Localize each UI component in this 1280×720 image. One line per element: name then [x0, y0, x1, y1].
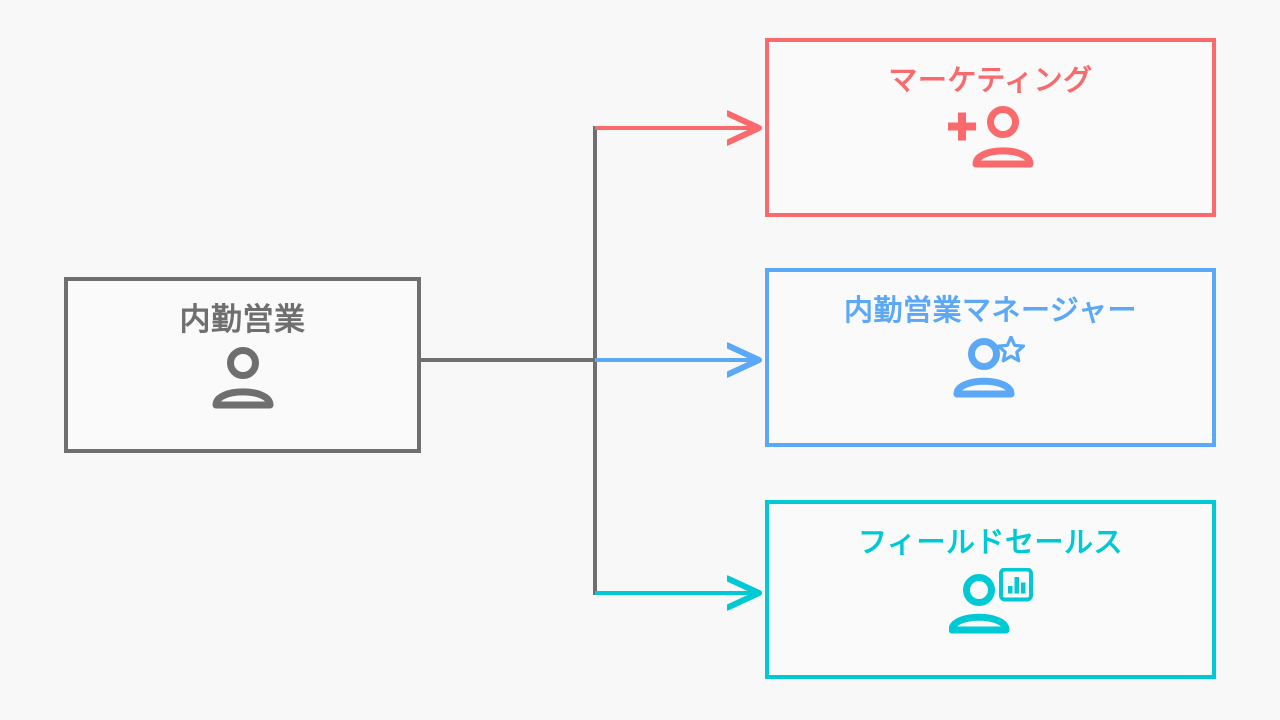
- person-add-icon: [947, 105, 1033, 168]
- node-field-sales-title: フィールドセールス: [858, 527, 1123, 559]
- node-field-sales[interactable]: フィールドセールス: [765, 500, 1216, 679]
- person-icon: [212, 347, 273, 409]
- node-inside-sales-manager-title: 内勤営業マネージャー: [844, 295, 1137, 327]
- node-inside-sales-title: 内勤営業: [179, 302, 306, 337]
- node-marketing-title: マーケティング: [888, 65, 1093, 97]
- node-marketing[interactable]: マーケティング: [765, 38, 1216, 217]
- node-inside-sales-manager[interactable]: 内勤営業マネージャー: [765, 268, 1216, 447]
- person-chart-icon: [948, 567, 1033, 634]
- person-star-icon: [953, 335, 1025, 398]
- node-inside-sales[interactable]: 内勤営業: [64, 277, 421, 453]
